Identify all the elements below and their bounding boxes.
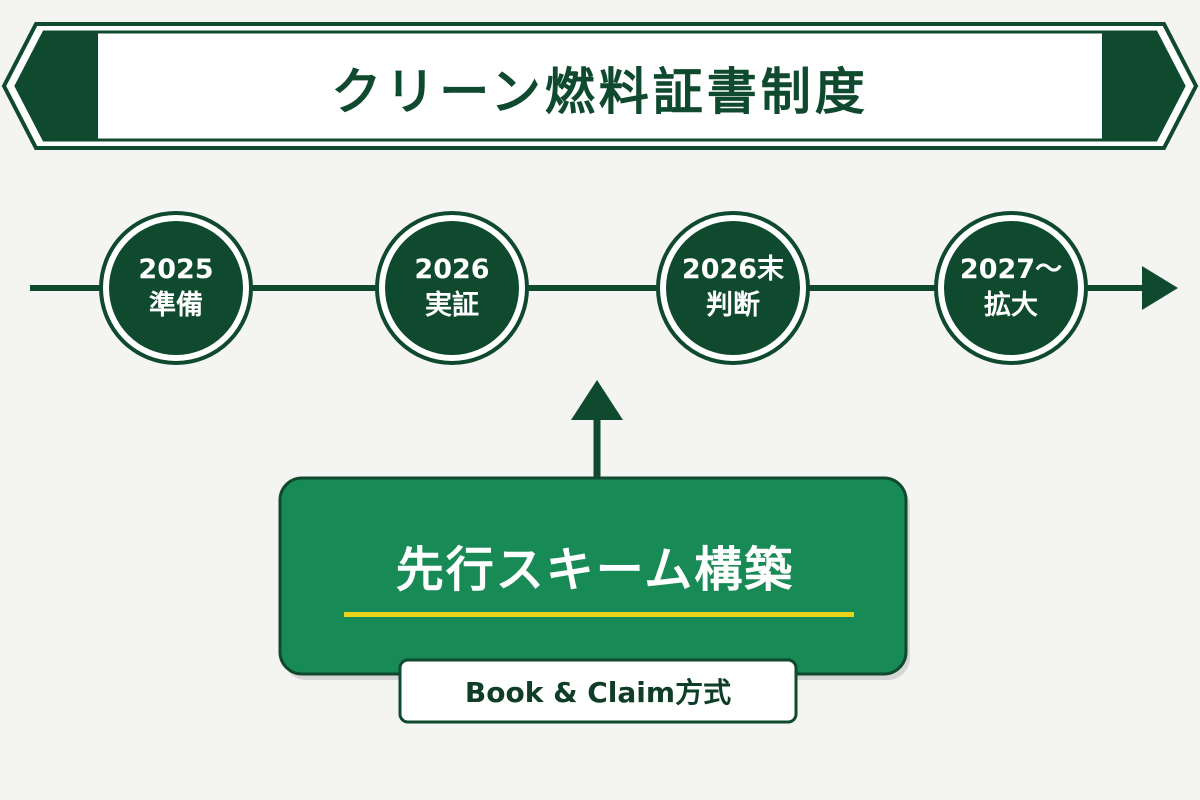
page-title: クリーン燃料証書制度 bbox=[331, 63, 869, 121]
milestone-phase: 準備 bbox=[149, 290, 203, 321]
milestone-year: 2027〜 bbox=[959, 254, 1063, 285]
milestone-label-2027: 2027〜 拡大 bbox=[946, 223, 1076, 353]
milestone-phase: 判断 bbox=[706, 290, 760, 321]
milestone-disc bbox=[944, 221, 1078, 355]
milestone-2026 bbox=[375, 211, 529, 365]
milestone-label-2025: 2025 準備 bbox=[111, 223, 241, 353]
milestone-label-2026-end: 2026末 判断 bbox=[668, 223, 798, 353]
milestone-phase: 実証 bbox=[425, 290, 479, 321]
banner-right-cap bbox=[1102, 32, 1184, 140]
milestone-year: 2025 bbox=[138, 254, 214, 285]
milestone-2025 bbox=[99, 211, 253, 365]
milestone-label-2026: 2026 実証 bbox=[387, 223, 517, 353]
milestone-disc bbox=[666, 221, 800, 355]
milestone-phase: 拡大 bbox=[984, 290, 1038, 321]
scheme-underline bbox=[344, 612, 854, 617]
milestone-year: 2026末 bbox=[681, 254, 785, 285]
scheme-subtitle: Book & Claim方式 bbox=[464, 676, 732, 709]
up-arrow-head bbox=[571, 380, 623, 420]
title-banner bbox=[1, 22, 1199, 150]
milestone-disc bbox=[109, 221, 243, 355]
milestone-disc bbox=[385, 221, 519, 355]
scheme-title: 先行スキーム構築 bbox=[395, 542, 795, 598]
timeline-arrowhead bbox=[1142, 266, 1178, 310]
scheme-subtitle-tag bbox=[398, 658, 798, 724]
milestone-year: 2026 bbox=[414, 254, 490, 285]
banner-outer-frame bbox=[1, 22, 1199, 150]
banner-left-cap bbox=[16, 32, 98, 140]
milestone-2026-end bbox=[656, 211, 810, 365]
milestone-2027 bbox=[934, 211, 1088, 365]
